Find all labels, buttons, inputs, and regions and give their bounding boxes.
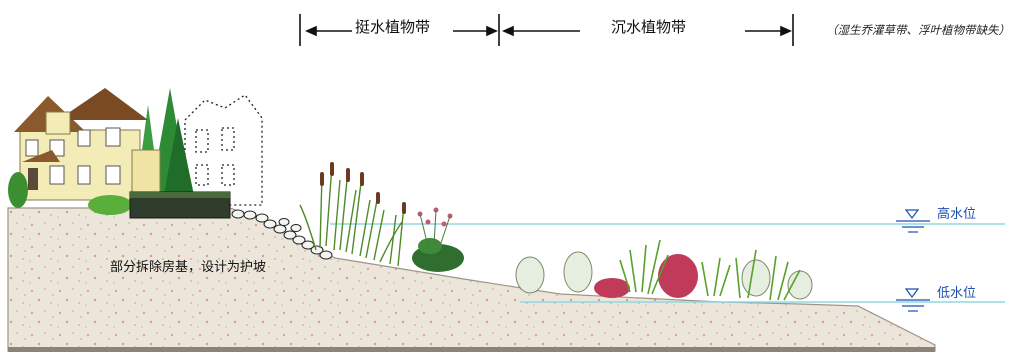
emergent-reed-plants (299, 164, 405, 267)
missing-zones-note: （湿生乔灌草带、浮叶植物带缺失） (826, 23, 1010, 37)
demolished-house-outline (184, 94, 263, 206)
arrow-left-icon (305, 25, 317, 37)
emergent-zone-label: 挺水植物带 (355, 18, 431, 36)
low-water-label: 低水位 (937, 286, 977, 301)
high-water-label: 高水位 (937, 207, 977, 222)
house (14, 88, 161, 201)
ground-base-line (8, 347, 935, 352)
submerged-plants (515, 239, 813, 301)
arrow-left-icon (502, 25, 514, 37)
submerged-zone-label: 沉水植物带 (611, 18, 687, 36)
water-level-triangle-icon (896, 288, 930, 312)
water-level-triangle-icon (896, 209, 930, 233)
flowering-plant (412, 207, 464, 272)
stone-revetment (231, 209, 333, 260)
cattail-heads (320, 162, 406, 214)
arrow-right-icon (780, 25, 792, 37)
zone-bracket-arrows (299, 14, 794, 46)
arrow-right-icon (486, 25, 498, 37)
garden-shrubs (8, 172, 231, 219)
slope-annotation: 部分拆除房基，设计为护坡 (110, 260, 267, 275)
